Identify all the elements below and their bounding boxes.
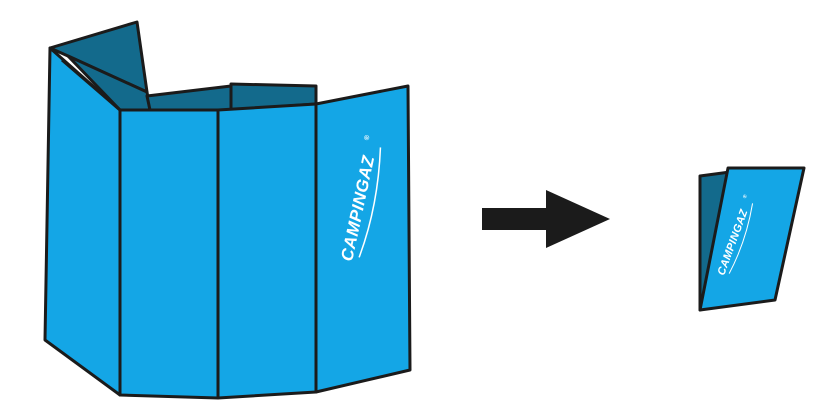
fold-line (61, 58, 121, 112)
folded-windbreak (698, 166, 806, 312)
right-arrow-icon (482, 190, 610, 248)
folded-trademark-mark: ® (741, 193, 749, 199)
folded-front-panel (698, 166, 806, 312)
back-panel-center (145, 84, 233, 112)
front-panel-4 (314, 84, 412, 394)
trademark-mark: ® (363, 134, 372, 142)
folded-logo-swoosh (728, 203, 754, 274)
logo-swoosh (358, 147, 382, 258)
front-panel-3 (216, 102, 318, 400)
front-panel-2 (118, 108, 220, 400)
unfolded-windbreak (43, 20, 412, 400)
